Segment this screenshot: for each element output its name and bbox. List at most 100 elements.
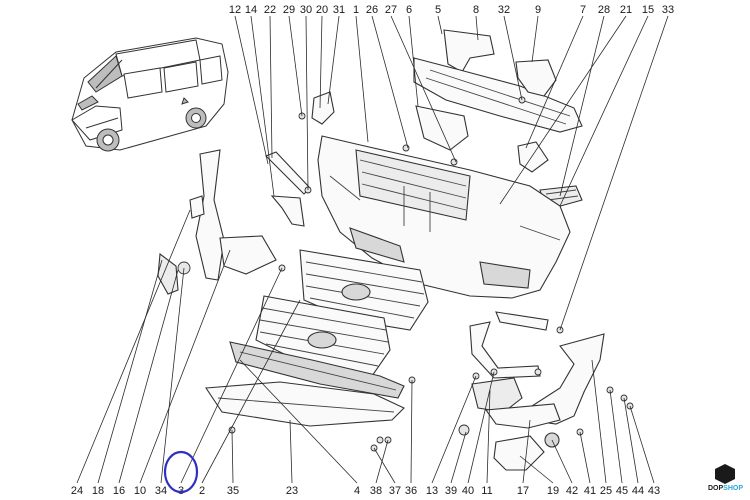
bottom-leader-line [410, 379, 413, 484]
bottom-callout-number: 41 [584, 485, 596, 497]
top-leader-line [408, 15, 419, 107]
bottom-leader-line [450, 431, 467, 484]
bottom-leader-line [579, 431, 591, 484]
top-callout-number: 27 [385, 4, 397, 16]
side-mouldings [189, 91, 335, 281]
top-callout-number: 9 [535, 4, 541, 16]
top-callout-number: 7 [580, 4, 586, 16]
top-callout-number: 22 [264, 4, 276, 16]
highlight-circle [163, 450, 199, 494]
bottom-leader-line [139, 249, 231, 484]
bottom-leader-line [591, 359, 607, 484]
top-callout-number: 29 [283, 4, 295, 16]
top-leader-line [269, 15, 273, 159]
bottom-leader-line [289, 419, 293, 484]
right-side-parts [370, 311, 634, 471]
left-lower-brackets [157, 235, 286, 295]
reference-car-illustration [71, 37, 229, 152]
bottom-leader-line [180, 267, 283, 484]
top-callout-number: 20 [316, 4, 328, 16]
bottom-callout-number: 17 [517, 485, 529, 497]
bottom-callout-number: 43 [648, 485, 660, 497]
top-leader-line [250, 15, 275, 197]
top-callout-number: 12 [229, 4, 241, 16]
top-leader-line [390, 15, 457, 163]
bottom-leader-line [160, 267, 185, 484]
top-leader-line [371, 15, 409, 149]
bottom-callout-number: 42 [566, 485, 578, 497]
bottom-leader-line [551, 439, 573, 484]
bottom-leader-line [118, 269, 179, 484]
top-callout-row: 12 14 22 29 30 20 31 1 26 27 6 5 8 32 9 7 28 21 15 33 [229, 4, 674, 16]
front-bumper-cover [317, 135, 571, 299]
top-callout-number: 28 [598, 4, 610, 16]
bottom-callout-number: 19 [547, 485, 559, 497]
bottom-leader-line [431, 375, 477, 484]
bottom-leader-line [239, 359, 358, 484]
bottom-callout-number: 34 [155, 485, 167, 497]
bottom-callout-number: 24 [71, 485, 83, 497]
top-callout-number: 31 [333, 4, 345, 16]
top-callout-number: 21 [620, 4, 632, 16]
bottom-callout-number: 44 [632, 485, 644, 497]
bottom-leader-line [486, 389, 491, 484]
top-leader-line [319, 15, 323, 109]
bottom-callout-number: 16 [113, 485, 125, 497]
bottom-leader-line [629, 405, 655, 484]
bottom-leader-line [623, 397, 639, 484]
top-callout-number: 1 [353, 4, 359, 16]
top-leader-line [475, 15, 479, 41]
top-callout-number: 14 [245, 4, 257, 16]
top-callout-number: 8 [473, 4, 479, 16]
leader-lines [76, 15, 669, 484]
bottom-callout-number: 10 [134, 485, 146, 497]
bottom-callout-number: 40 [462, 485, 474, 497]
bottom-leader-line [522, 419, 531, 484]
upper-bracket-assembly [413, 29, 583, 133]
top-callout-number: 32 [498, 4, 510, 16]
bottom-callout-number: 35 [227, 485, 239, 497]
top-leader-line [437, 15, 443, 35]
bottom-callout-number: 39 [445, 485, 457, 497]
top-leader-line [503, 15, 523, 101]
top-callout-number: 6 [406, 4, 412, 16]
logo-text-dark: DOP [708, 485, 724, 492]
bottom-callout-number: 13 [426, 485, 438, 497]
bottom-leader-line [373, 447, 396, 484]
bottom-callout-number: 2 [199, 485, 205, 497]
bottom-callout-number: 36 [405, 485, 417, 497]
top-leader-line [499, 15, 627, 205]
top-leader-line [559, 15, 669, 331]
bottom-callout-number: 25 [600, 485, 612, 497]
bottom-callout-number: 45 [616, 485, 628, 497]
bottom-callout-number: 18 [92, 485, 104, 497]
top-leader-line [559, 15, 649, 207]
bottom-callout-number: 11 [481, 485, 492, 497]
bottom-leader-line [97, 259, 163, 484]
top-leader-line [288, 15, 303, 117]
top-leader-line [525, 15, 584, 149]
bottom-callout-number: 23 [286, 485, 298, 497]
bottom-leader-line [76, 209, 191, 484]
bottom-callout-number: 38 [370, 485, 382, 497]
top-leader-line [559, 15, 605, 197]
lower-grille-strip [229, 341, 405, 399]
top-leader-line [531, 15, 539, 63]
top-callout-number: 15 [642, 4, 654, 16]
bottom-leader-line [609, 389, 623, 484]
top-leader-line [355, 15, 369, 143]
bottom-leader-line [519, 455, 554, 484]
top-callout-number: 30 [300, 4, 312, 16]
dopshop-logo: DOPSHOP [708, 464, 743, 492]
top-callout-number: 33 [662, 4, 674, 16]
top-callout-number: 5 [435, 4, 441, 16]
bottom-callout-number: 37 [389, 485, 401, 497]
bottom-leader-line [231, 429, 234, 484]
dopshop-logo-icon [715, 464, 735, 484]
top-leader-line [234, 15, 269, 165]
top-callout-number: 26 [366, 4, 378, 16]
top-leader-line [305, 15, 309, 191]
